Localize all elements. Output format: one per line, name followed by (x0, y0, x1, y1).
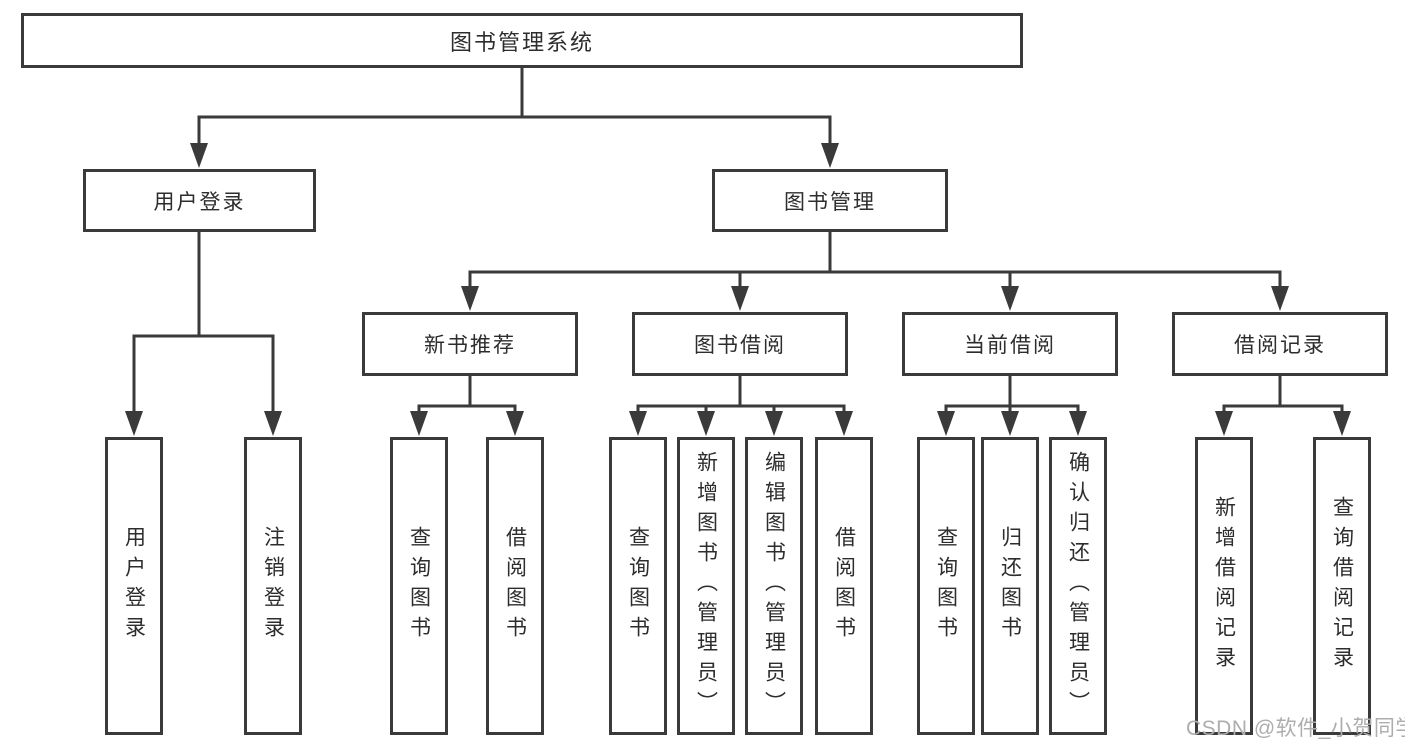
node-label: 查询图书 (407, 526, 431, 646)
node-label: 归还图书 (998, 526, 1022, 646)
connector-root-to-level2 (190, 68, 839, 168)
connector-book-borrowing-to-leaves (629, 376, 853, 436)
node-label: 注销登录 (261, 526, 285, 646)
node-leaf-query-books-recommend: 查询图书 (390, 437, 448, 735)
node-current-borrowing: 当前借阅 (902, 312, 1118, 376)
node-label: 当前借阅 (964, 334, 1056, 357)
node-book-management: 图书管理 (712, 169, 948, 232)
node-leaf-borrow-books-recommend: 借阅图书 (486, 437, 544, 735)
node-label: 查询借阅记录 (1330, 496, 1354, 676)
node-leaf-add-books-admin: 新增图书（管理员） (677, 437, 735, 735)
node-library-management-system: 图书管理系统 (21, 13, 1023, 68)
node-label: 查询图书 (626, 526, 650, 646)
node-label: 图书管理系统 (449, 29, 594, 55)
node-label: 确认归还（管理员） (1066, 451, 1090, 721)
node-label: 查询图书 (934, 526, 958, 646)
node-leaf-query-borrow-record: 查询借阅记录 (1313, 437, 1371, 735)
node-label: 图书借阅 (694, 334, 786, 357)
node-label: 借阅图书 (503, 526, 527, 646)
node-user-login: 用户登录 (83, 169, 316, 232)
node-label: 新增图书（管理员） (694, 451, 718, 721)
node-label: 借阅图书 (832, 526, 856, 646)
connector-current-borrowing-to-leaves (937, 376, 1087, 436)
node-label: 图书管理 (784, 190, 876, 214)
node-book-borrowing: 图书借阅 (632, 312, 848, 376)
node-leaf-confirm-return-admin: 确认归还（管理员） (1049, 437, 1107, 735)
connector-book-management-to-level3 (461, 232, 1289, 311)
node-label: 用户登录 (153, 190, 246, 214)
node-leaf-logout: 注销登录 (244, 437, 302, 735)
node-label: 新书推荐 (424, 334, 516, 357)
node-borrowing-records: 借阅记录 (1172, 312, 1388, 376)
node-label: 借阅记录 (1234, 334, 1326, 357)
node-leaf-user-login: 用户登录 (105, 437, 163, 735)
node-leaf-query-books-borrowing: 查询图书 (609, 437, 667, 735)
node-leaf-borrow-books-borrowing: 借阅图书 (815, 437, 873, 735)
node-leaf-add-borrow-record: 新增借阅记录 (1195, 437, 1253, 735)
node-label: 编辑图书（管理员） (762, 451, 786, 721)
node-label: 新增借阅记录 (1212, 496, 1236, 676)
watermark: CSDN @软件_小贺同学 (1186, 717, 1405, 740)
node-label: 用户登录 (122, 526, 146, 646)
connector-new-book-to-leaves (410, 376, 524, 436)
node-new-book-recommendation: 新书推荐 (362, 312, 578, 376)
node-leaf-return-books: 归还图书 (981, 437, 1039, 735)
node-leaf-query-books-current: 查询图书 (917, 437, 975, 735)
connector-user-login-to-leaves (125, 232, 282, 436)
connector-borrowing-records-to-leaves (1215, 376, 1351, 436)
node-leaf-edit-books-admin: 编辑图书（管理员） (745, 437, 803, 735)
